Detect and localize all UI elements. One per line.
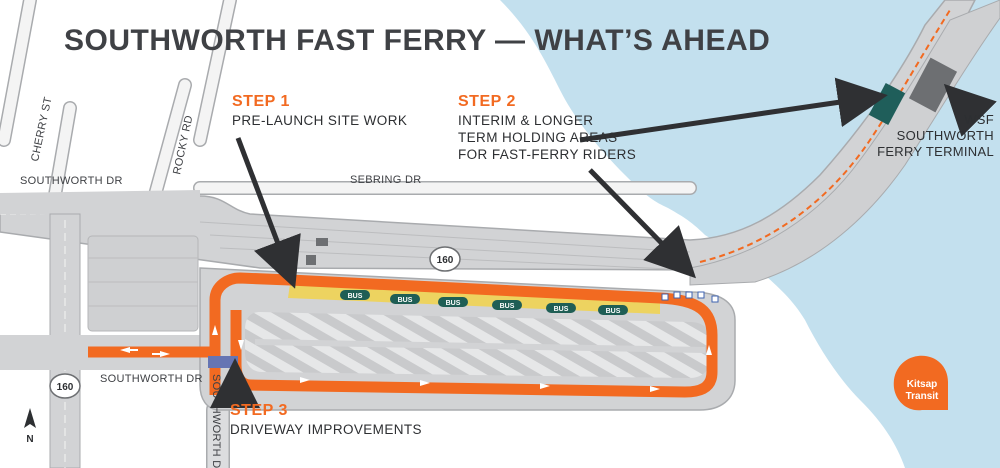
step1-description: PRE-LAUNCH SITE WORK [232, 112, 407, 129]
step1-callout-arrow [235, 137, 301, 289]
bus-stall-6 [598, 305, 628, 315]
bus-label-2: BUS [398, 297, 413, 304]
small-building-2 [306, 255, 316, 265]
north-label: N [26, 434, 33, 445]
bus-label-6: BUS [606, 308, 621, 315]
step2-line-1: INTERIM & LONGER [458, 113, 594, 128]
kitsap-transit-logo: Kitsap Transit [893, 355, 948, 411]
terminal-line-1: WSF [964, 112, 994, 127]
street-label-southworth-dr-lower: SOUTHWORTH DR [100, 373, 203, 385]
bus-label-5: BUS [554, 306, 569, 313]
wsf-terminal-label: WSF SOUTHWORTH FERRY TERMINAL [877, 112, 994, 160]
callout-arrows [210, 77, 997, 408]
step3-line-1: DRIVEWAY IMPROVEMENTS [230, 422, 422, 437]
street-label-southworth-dr: SOUTHWORTH DR [20, 175, 123, 187]
step2-line-2: TERM HOLDING AREAS [458, 130, 618, 145]
accessible-parking-stalls [661, 291, 719, 303]
terminal-line-3: FERRY TERMINAL [877, 144, 994, 159]
step2-heading: STEP 2 [458, 93, 516, 110]
route-shield-160-main: 160 [429, 246, 461, 272]
west-lot-stalls [88, 257, 198, 307]
southworth-dr-west [0, 190, 200, 214]
step3-description: DRIVEWAY IMPROVEMENTS [230, 421, 422, 438]
bus-label-3: BUS [446, 300, 461, 307]
step1-heading: STEP 1 [232, 93, 290, 110]
bus-stall-5 [546, 303, 576, 313]
street-label-sebring-dr: SEBRING DR [350, 174, 421, 186]
bus-stalls: BUS BUS BUS BUS BUS BUS [340, 290, 628, 315]
map-title: SOUTHWORTH FAST FERRY — WHAT’S AHEAD [64, 24, 771, 57]
bus-label-4: BUS [500, 303, 515, 310]
step2-description: INTERIM & LONGER TERM HOLDING AREAS FOR … [458, 112, 636, 163]
wsf-terminal-building [908, 57, 958, 113]
north-arrow: N [24, 408, 36, 445]
driveway-improvement [208, 356, 238, 368]
step3-heading: STEP 3 [230, 402, 288, 419]
terminal-line-2: SOUTHWORTH [896, 128, 994, 143]
step2-line-3: FOR FAST-FERRY RIDERS [458, 147, 637, 162]
west-parking-lot [87, 235, 199, 332]
step2-callout-arrow [588, 168, 696, 279]
route-shield-160-west: 160 [49, 373, 81, 399]
route-shield-label-1: 160 [437, 255, 454, 266]
logo-line-2: Transit [906, 391, 939, 402]
small-building [316, 238, 328, 246]
logo-line-1: Kitsap [907, 379, 938, 390]
bus-stall-3 [438, 297, 468, 307]
bus-stall-1 [340, 290, 370, 300]
bus-label-1: BUS [348, 293, 363, 300]
step1-line-1: PRE-LAUNCH SITE WORK [232, 113, 408, 128]
route-direction-arrows [120, 325, 712, 392]
route-shield-label-2: 160 [57, 382, 74, 393]
street-label-cherry-st: CHERRY ST [29, 96, 54, 163]
wsf-callout-arrow [943, 83, 997, 137]
street-label-southworth-dr-vertical: SOUTHWORTH DR [210, 374, 222, 468]
bus-stall-2 [390, 294, 420, 304]
bus-stall-4 [492, 300, 522, 310]
terminal-callout-arrow [579, 77, 888, 143]
